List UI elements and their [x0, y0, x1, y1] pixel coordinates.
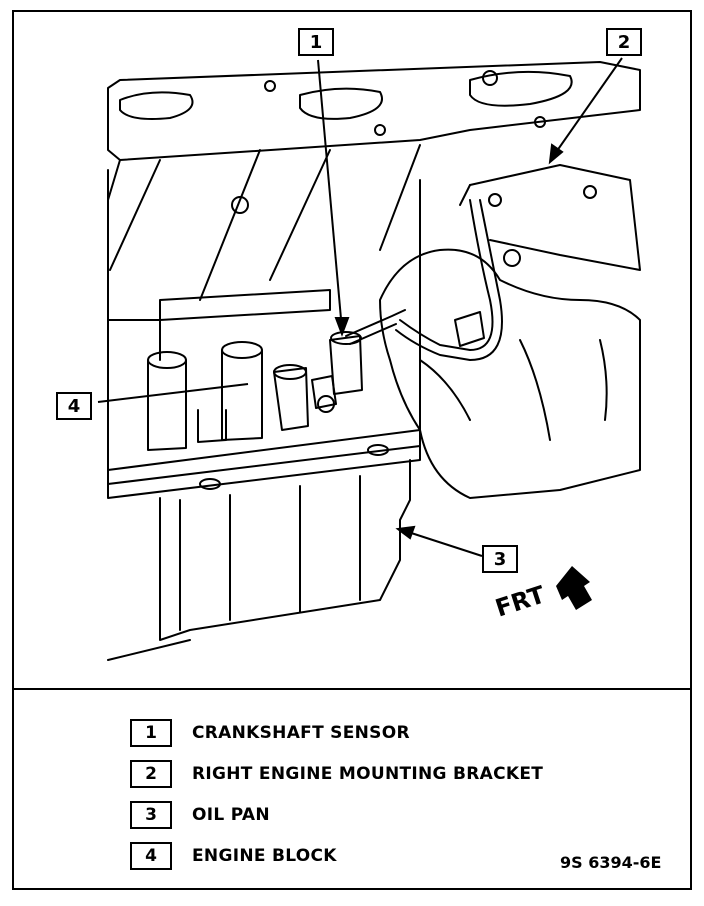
mounting-bracket [469, 164, 641, 271]
legend-item-1: 1 CRANKSHAFT SENSOR [130, 718, 410, 748]
legend-item-2: 2 RIGHT ENGINE MOUNTING BRACKET [130, 759, 543, 789]
legend-number: 4 [130, 842, 172, 870]
legend-divider [12, 688, 692, 690]
figure-frame [12, 10, 692, 890]
sensor-cover [379, 248, 641, 499]
oil-pan-outline [159, 459, 411, 641]
callout-4: 4 [56, 392, 92, 420]
legend-item-3: 3 OIL PAN [130, 800, 270, 830]
legend-label: RIGHT ENGINE MOUNTING BRACKET [192, 764, 544, 784]
callout-2: 2 [606, 28, 642, 56]
engine-illustration [97, 57, 641, 661]
legend-number: 3 [130, 801, 172, 829]
legend-item-4: 4 ENGINE BLOCK [130, 841, 337, 871]
legend-number: 2 [130, 760, 172, 788]
legend-label: CRANKSHAFT SENSOR [192, 723, 410, 743]
legend-number: 1 [130, 719, 172, 747]
legend-label: ENGINE BLOCK [192, 846, 337, 866]
callout-3: 3 [482, 545, 518, 573]
figure-id: 9S 6394-6E [560, 853, 662, 872]
cylinder-head [107, 61, 641, 161]
front-arrow-icon [556, 566, 592, 610]
callout-1: 1 [298, 28, 334, 56]
legend-label: OIL PAN [192, 805, 270, 825]
